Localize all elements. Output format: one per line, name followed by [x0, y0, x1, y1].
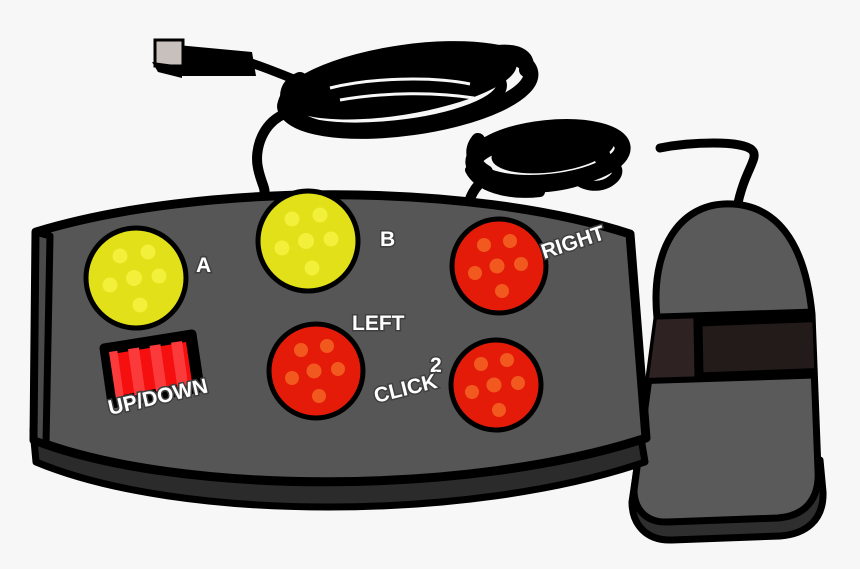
button-b[interactable]: [255, 188, 361, 294]
controller-panel[interactable]: A B RIGHT: [29, 188, 651, 511]
button-a-label: A: [196, 254, 211, 277]
usb-cable-lead: [252, 107, 295, 205]
computer-mouse[interactable]: [628, 200, 832, 544]
button-a[interactable]: [83, 225, 189, 331]
button-b-label: B: [380, 228, 395, 251]
usb-plug-tip: [153, 38, 185, 68]
panel-left-bevel: [30, 228, 54, 448]
button-2-click-number: 2: [430, 354, 442, 377]
mouse-cable-coil: [465, 119, 631, 198]
cable-group: [152, 38, 759, 213]
usb-cable-coil: [277, 41, 539, 139]
rocker-up-down[interactable]: [99, 324, 205, 411]
usb-plug-lead: [243, 57, 323, 91]
usb-plug: [152, 38, 256, 78]
mouse-scroll-band[interactable]: [641, 307, 832, 385]
button-left-label: LEFT: [352, 312, 405, 335]
button-right[interactable]: [449, 216, 549, 316]
button-2-click[interactable]: [448, 337, 544, 433]
button-left[interactable]: [266, 321, 366, 421]
mouse-cable-lead: [655, 138, 759, 213]
